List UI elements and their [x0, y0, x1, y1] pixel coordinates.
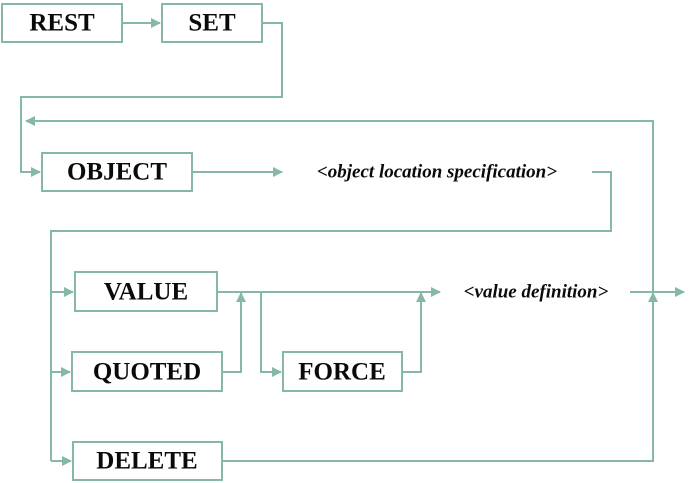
delete-to-loop-arrow [222, 292, 658, 462]
rest-keyword: REST [1, 3, 123, 43]
object-keyword: OBJECT [41, 152, 193, 192]
rest-box [1, 3, 123, 43]
force-to-definition-arrow [402, 292, 426, 373]
rest-label: REST [29, 10, 95, 37]
set-keyword: SET [161, 3, 263, 43]
force-keyword: FORCE [282, 351, 403, 392]
set-box [161, 3, 263, 43]
quoted-to-value-arrow [222, 292, 246, 373]
value-label: VALUE [104, 279, 188, 306]
value-definition-parameter: <value definition> [464, 282, 609, 303]
quoted-box [71, 351, 223, 392]
value-to-force-arrow [260, 292, 282, 377]
value-keyword: VALUE [74, 271, 218, 312]
quoted-keyword: QUOTED [71, 351, 223, 392]
value-definition-bg [446, 279, 626, 305]
delete-box [72, 441, 223, 481]
set-label: SET [188, 10, 236, 37]
connector-lines [20, 18, 685, 466]
object-location-parameter: <object location specification> [317, 162, 557, 183]
value-box [74, 271, 218, 312]
delete-keyword: DELETE [72, 441, 223, 481]
object-label: OBJECT [67, 159, 167, 186]
location-branch-line [50, 171, 612, 461]
force-label: FORCE [298, 359, 386, 386]
delete-label: DELETE [96, 448, 197, 475]
loop-return-arrow [25, 116, 654, 292]
object-box [41, 152, 193, 192]
object-location-bg [288, 159, 588, 185]
quoted-label: QUOTED [93, 359, 201, 386]
force-box [282, 351, 403, 392]
set-to-object-arrow [20, 22, 283, 177]
